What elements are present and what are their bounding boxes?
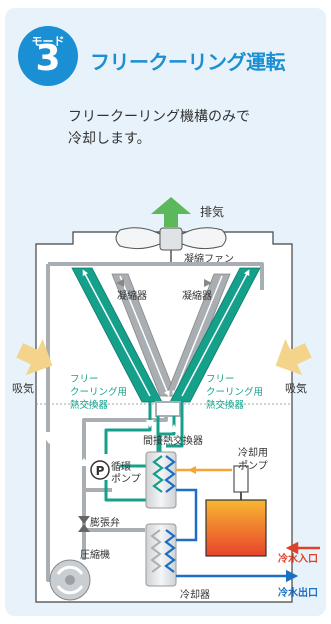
exhaust-arrow-icon xyxy=(151,197,191,227)
fan-icon xyxy=(115,227,227,262)
fan-label: 凝縮ファン xyxy=(184,252,234,265)
cooling-pump-label: 冷却用 ポンプ xyxy=(238,446,268,472)
flow-arrow xyxy=(170,424,178,432)
indirect-hx-coil-blue xyxy=(164,455,176,493)
intake-right-arrow-icon xyxy=(275,339,312,376)
mode-badge: モード 3 xyxy=(18,26,78,86)
circulation-pump-icon: P xyxy=(90,460,110,480)
svg-text:P: P xyxy=(96,464,105,478)
indirect-hx-coil-teal xyxy=(152,455,164,493)
water-pipe-blue-link xyxy=(176,488,198,542)
compressor-icon xyxy=(49,559,91,601)
intake-left-arrow-icon xyxy=(16,339,53,376)
fc-right-label: フリー クーリング用 熱交換器 xyxy=(206,374,263,411)
chiller-coil-gray xyxy=(150,529,162,573)
svg-text:循環: 循環 xyxy=(111,460,131,473)
header-box xyxy=(155,401,181,417)
cold-water-in-label: 冷水入口 xyxy=(278,552,318,565)
intake-right-label: 吸気 xyxy=(285,381,307,395)
indirect-hx-label: 間接熱交換器 xyxy=(143,434,203,447)
description-line-1: フリークーリング機構のみで xyxy=(68,109,250,125)
fc-left-label: フリー クーリング用 熱交換器 xyxy=(70,374,127,411)
expansion-valve-label: 膨張弁 xyxy=(90,516,120,529)
flow-arrow xyxy=(41,432,57,444)
svg-text:ポンプ: ポンプ xyxy=(238,460,268,472)
description-line-2: 冷却します。 xyxy=(68,131,151,147)
exhaust-label: 排気 xyxy=(200,204,224,219)
compressor-label: 圧縮機 xyxy=(80,548,110,561)
circulation-pump-label: 循環 ポンプ xyxy=(111,460,141,485)
description: フリークーリング機構のみで 冷却します。 xyxy=(68,106,318,150)
svg-text:クーリング用: クーリング用 xyxy=(70,386,127,398)
chiller-label: 冷却器 xyxy=(180,588,210,601)
svg-text:クーリング用: クーリング用 xyxy=(206,386,263,398)
svg-text:フリー: フリー xyxy=(70,374,99,385)
svg-text:熱交換器: 熱交換器 xyxy=(70,399,109,411)
condenser-right-label: 凝縮器 xyxy=(182,289,212,302)
expansion-valve-icon xyxy=(78,516,90,532)
chiller-coil-blue xyxy=(164,529,176,573)
svg-text:冷却用: 冷却用 xyxy=(238,446,268,459)
intake-left-label: 吸気 xyxy=(12,381,34,395)
mode-number: 3 xyxy=(35,38,61,79)
flow-arrow xyxy=(204,279,212,287)
svg-text:熱交換器: 熱交換器 xyxy=(206,399,245,411)
page-title: フリークーリング運転 xyxy=(90,50,286,74)
svg-text:ポンプ: ポンプ xyxy=(111,473,141,485)
flow-arrow xyxy=(188,466,196,474)
svg-text:フリー: フリー xyxy=(206,374,235,385)
condenser-left-label: 凝縮器 xyxy=(117,289,147,302)
water-tank xyxy=(205,499,267,557)
flow-arrow xyxy=(78,458,90,466)
flow-arrow xyxy=(146,420,154,428)
mode-label: モード xyxy=(31,35,65,48)
cold-water-out-label: 冷水出口 xyxy=(278,586,318,599)
flow-arrow xyxy=(116,279,124,287)
